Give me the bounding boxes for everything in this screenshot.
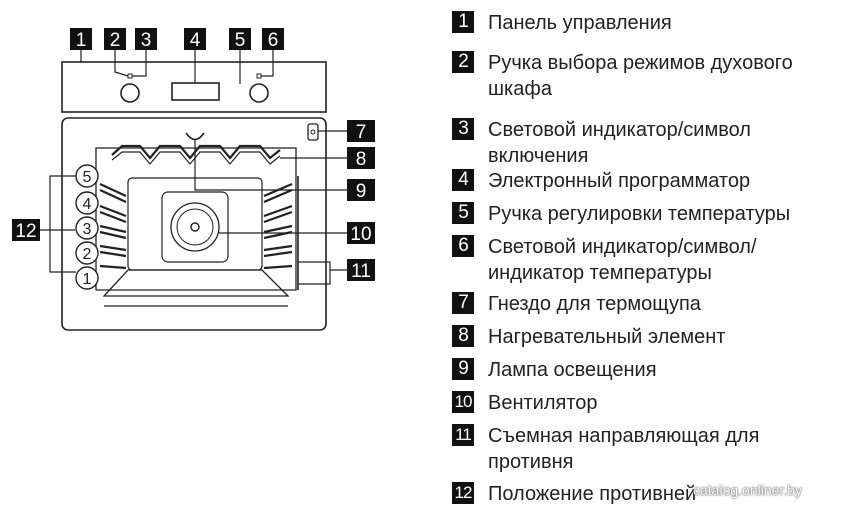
legend-text-7: Гнездо для термощупа: [488, 293, 701, 315]
legend-item-7: 7 Гнездо для термощупа: [452, 291, 848, 317]
legend-badge-10: 10: [452, 391, 474, 413]
callout-2: 2: [110, 30, 121, 51]
programmer-display: [171, 82, 220, 101]
callout-9: 9: [356, 181, 367, 202]
legend-text-6: Световой индикатор/символ/ индикатор тем…: [488, 236, 757, 284]
control-panel: [61, 61, 327, 113]
callout-8: 8: [356, 149, 367, 170]
legend-text-10: Вентилятор: [488, 392, 598, 414]
legend-badge-4: 4: [452, 169, 474, 191]
legend-badge-1: 1: [452, 11, 474, 33]
callout-10: 10: [350, 224, 371, 245]
left-shelf-rails: [99, 183, 127, 270]
legend-item-3: 3 Световой индикатор/символ включения: [452, 117, 848, 169]
legend-text-9: Лампа освещения: [488, 359, 657, 381]
callout-5: 5: [235, 30, 246, 51]
shelf-label-1: 1: [83, 271, 92, 288]
callout-6: 6: [268, 30, 279, 51]
legend-badge-12: 12: [452, 482, 474, 504]
callout-12: 12: [15, 221, 36, 242]
legend-text-8: Нагревательный элемент: [488, 326, 726, 348]
oven-diagram: 5 4 3 2 1 1 2 3 4 5 6 7 8 9 10 11 12: [12, 28, 375, 331]
legend-badge-7: 7: [452, 292, 474, 314]
shelf-position-markers: [75, 164, 99, 290]
legend-badge-9: 9: [452, 358, 474, 380]
legend-item-6: 6 Световой индикатор/символ/ индикатор т…: [452, 234, 848, 286]
callout-7: 7: [356, 122, 367, 143]
legend-badge-5: 5: [452, 202, 474, 224]
shelf-label-5: 5: [83, 169, 92, 186]
shelf-marker-3: [75, 216, 99, 240]
power-indicator: [127, 73, 133, 79]
mode-knob: [120, 83, 140, 103]
temperature-indicator: [256, 73, 262, 79]
legend-text-11: Съемная направляющая для противня: [488, 425, 760, 473]
shelf-label-3: 3: [83, 221, 92, 238]
fan-housing: [161, 191, 229, 263]
callout-1: 1: [76, 30, 87, 51]
legend-item-1: 1 Панель управления: [452, 10, 848, 36]
legend-text-1: Панель управления: [488, 12, 672, 34]
legend-item-4: 4 Электронный программатор: [452, 168, 848, 194]
legend-badge-6: 6: [452, 235, 474, 257]
callout-4: 4: [190, 30, 201, 51]
shelf-marker-5: [75, 164, 99, 188]
legend-item-11: 11 Съемная направляющая для противня: [452, 423, 848, 475]
shelf-marker-1: [75, 266, 99, 290]
callout-3: 3: [141, 30, 152, 51]
legend-item-5: 5 Ручка регулировки температуры: [452, 201, 848, 227]
probe-socket: [307, 123, 319, 141]
shelf-label-4: 4: [83, 196, 92, 213]
oven-frame: [61, 117, 327, 331]
legend-badge-8: 8: [452, 325, 474, 347]
legend-item-12: 12 Положение противней: [452, 481, 848, 507]
legend-item-8: 8 Нагревательный элемент: [452, 324, 848, 350]
fan: [170, 202, 220, 252]
shelf-marker-2: [75, 241, 99, 265]
watermark: catalog.onliner.by: [693, 482, 802, 498]
legend-badge-2: 2: [452, 51, 474, 73]
legend-item-2: 2 Ручка выбора режимов духового шкафа: [452, 50, 848, 102]
legend-text-3: Световой индикатор/символ включения: [488, 119, 751, 167]
legend-text-4: Электронный программатор: [488, 170, 751, 192]
legend-item-9: 9 Лампа освещения: [452, 357, 848, 383]
lamp: [185, 132, 205, 141]
legend-text-2: Ручка выбора режимов духового шкафа: [488, 52, 793, 100]
temperature-knob: [249, 83, 269, 103]
callout-11: 11: [351, 261, 371, 282]
leader-lines: [40, 50, 347, 285]
legend-badge-3: 3: [452, 118, 474, 140]
legend-item-10: 10 Вентилятор: [452, 390, 848, 416]
shelf-marker-4: [75, 191, 99, 215]
legend-text-5: Ручка регулировки температуры: [488, 203, 791, 225]
legend-text-12: Положение противней: [488, 483, 697, 505]
shelf-label-2: 2: [83, 246, 92, 263]
legend-badge-11: 11: [452, 424, 474, 446]
